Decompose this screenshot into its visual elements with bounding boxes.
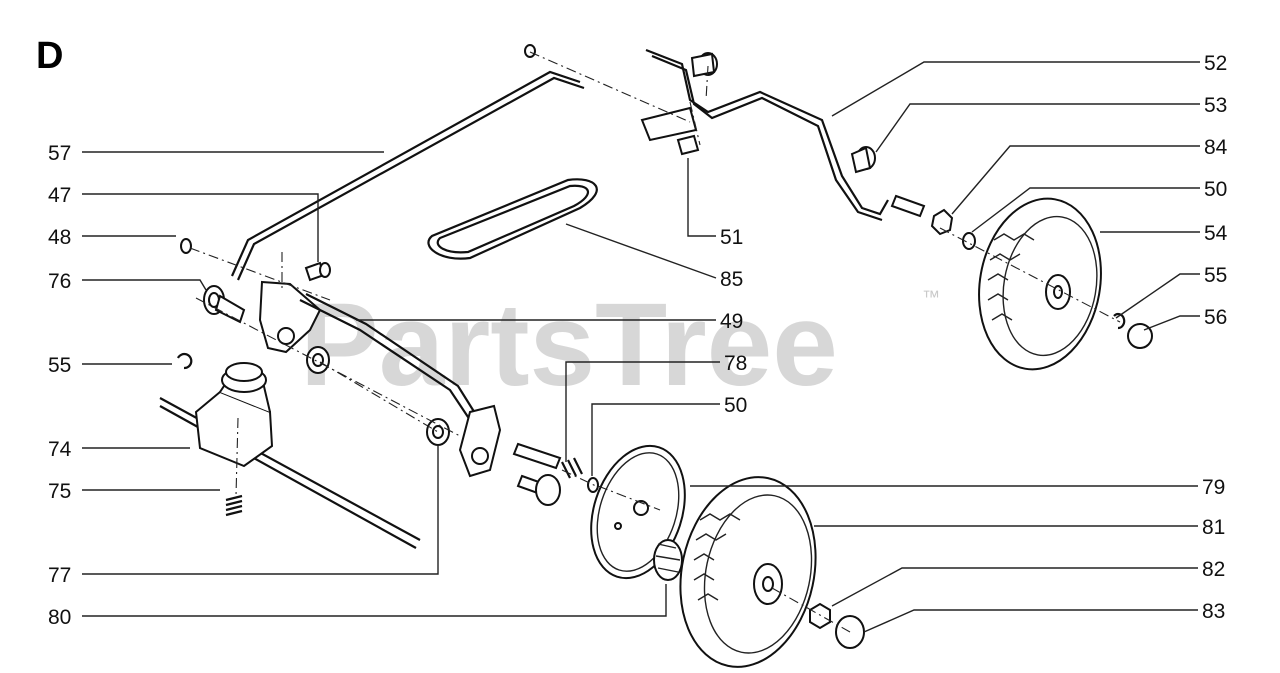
part-washer-mid: [306, 346, 330, 374]
callout-54: 54: [1204, 222, 1228, 245]
callout-55-right: 55: [1204, 264, 1227, 287]
part-75-spring: [225, 494, 243, 517]
part-52-height-lever: [640, 48, 889, 222]
part-85-belt: [427, 178, 598, 260]
callout-82: 82: [1202, 558, 1225, 581]
part-82-nut: [809, 602, 831, 630]
callout-81: 81: [1202, 516, 1225, 539]
callout-57: 57: [48, 142, 71, 165]
callout-51: 51: [720, 226, 743, 249]
assembly-centerlines: [189, 51, 1121, 633]
callout-84: 84: [1204, 136, 1228, 159]
part-76-bushing: [203, 285, 246, 324]
part-axle-stub: [512, 442, 562, 506]
callout-76: 76: [48, 270, 71, 293]
watermark-text: PartsTree: [300, 279, 838, 411]
callout-50-upper: 50: [1204, 178, 1227, 201]
callout-78: 78: [724, 352, 747, 375]
part-80-gear: [653, 539, 683, 581]
callout-77: 77: [48, 564, 71, 587]
callout-55-left: 55: [48, 354, 71, 377]
callout-75: 75: [48, 480, 71, 503]
callout-50-lower: 50: [724, 394, 747, 417]
callout-52: 52: [1204, 52, 1227, 75]
part-56-hubcap: [1127, 323, 1153, 349]
callout-48: 48: [48, 226, 71, 249]
part-53-bushing: [850, 146, 876, 174]
callout-53: 53: [1204, 94, 1227, 117]
part-55-clip: [177, 352, 193, 370]
callout-labels: 57 47 48 76 55 74 75 77 80 51 85 49 78 5…: [48, 52, 1228, 629]
part-77-bushing: [426, 418, 450, 446]
part-washer-top: [524, 44, 536, 58]
part-54-rear-wheel: [978, 197, 1102, 371]
leader-lines: [82, 61, 1200, 633]
watermark-trademark: ™: [922, 287, 940, 307]
part-55-clip-right: [1113, 312, 1126, 330]
callout-74: 74: [48, 438, 72, 461]
part-78-spring: [561, 457, 583, 479]
part-51-pin: [676, 134, 700, 156]
part-48-washer: [180, 238, 192, 254]
part-81-front-wheel: [679, 476, 817, 668]
part-84-nut: [890, 194, 954, 236]
callout-83: 83: [1202, 600, 1225, 623]
callout-49: 49: [720, 310, 743, 333]
part-50-washer-upper: [962, 232, 976, 250]
part-49-bracket: [258, 280, 502, 478]
callout-47: 47: [48, 184, 71, 207]
part-74-gearbox: [159, 362, 421, 549]
part-47-pin: [304, 261, 331, 282]
callout-85: 85: [720, 268, 743, 291]
callout-80: 80: [48, 606, 71, 629]
callout-56: 56: [1204, 306, 1227, 329]
section-letter: D: [36, 35, 63, 77]
callout-79: 79: [1202, 476, 1225, 499]
part-57-bar-rod: [230, 70, 585, 281]
